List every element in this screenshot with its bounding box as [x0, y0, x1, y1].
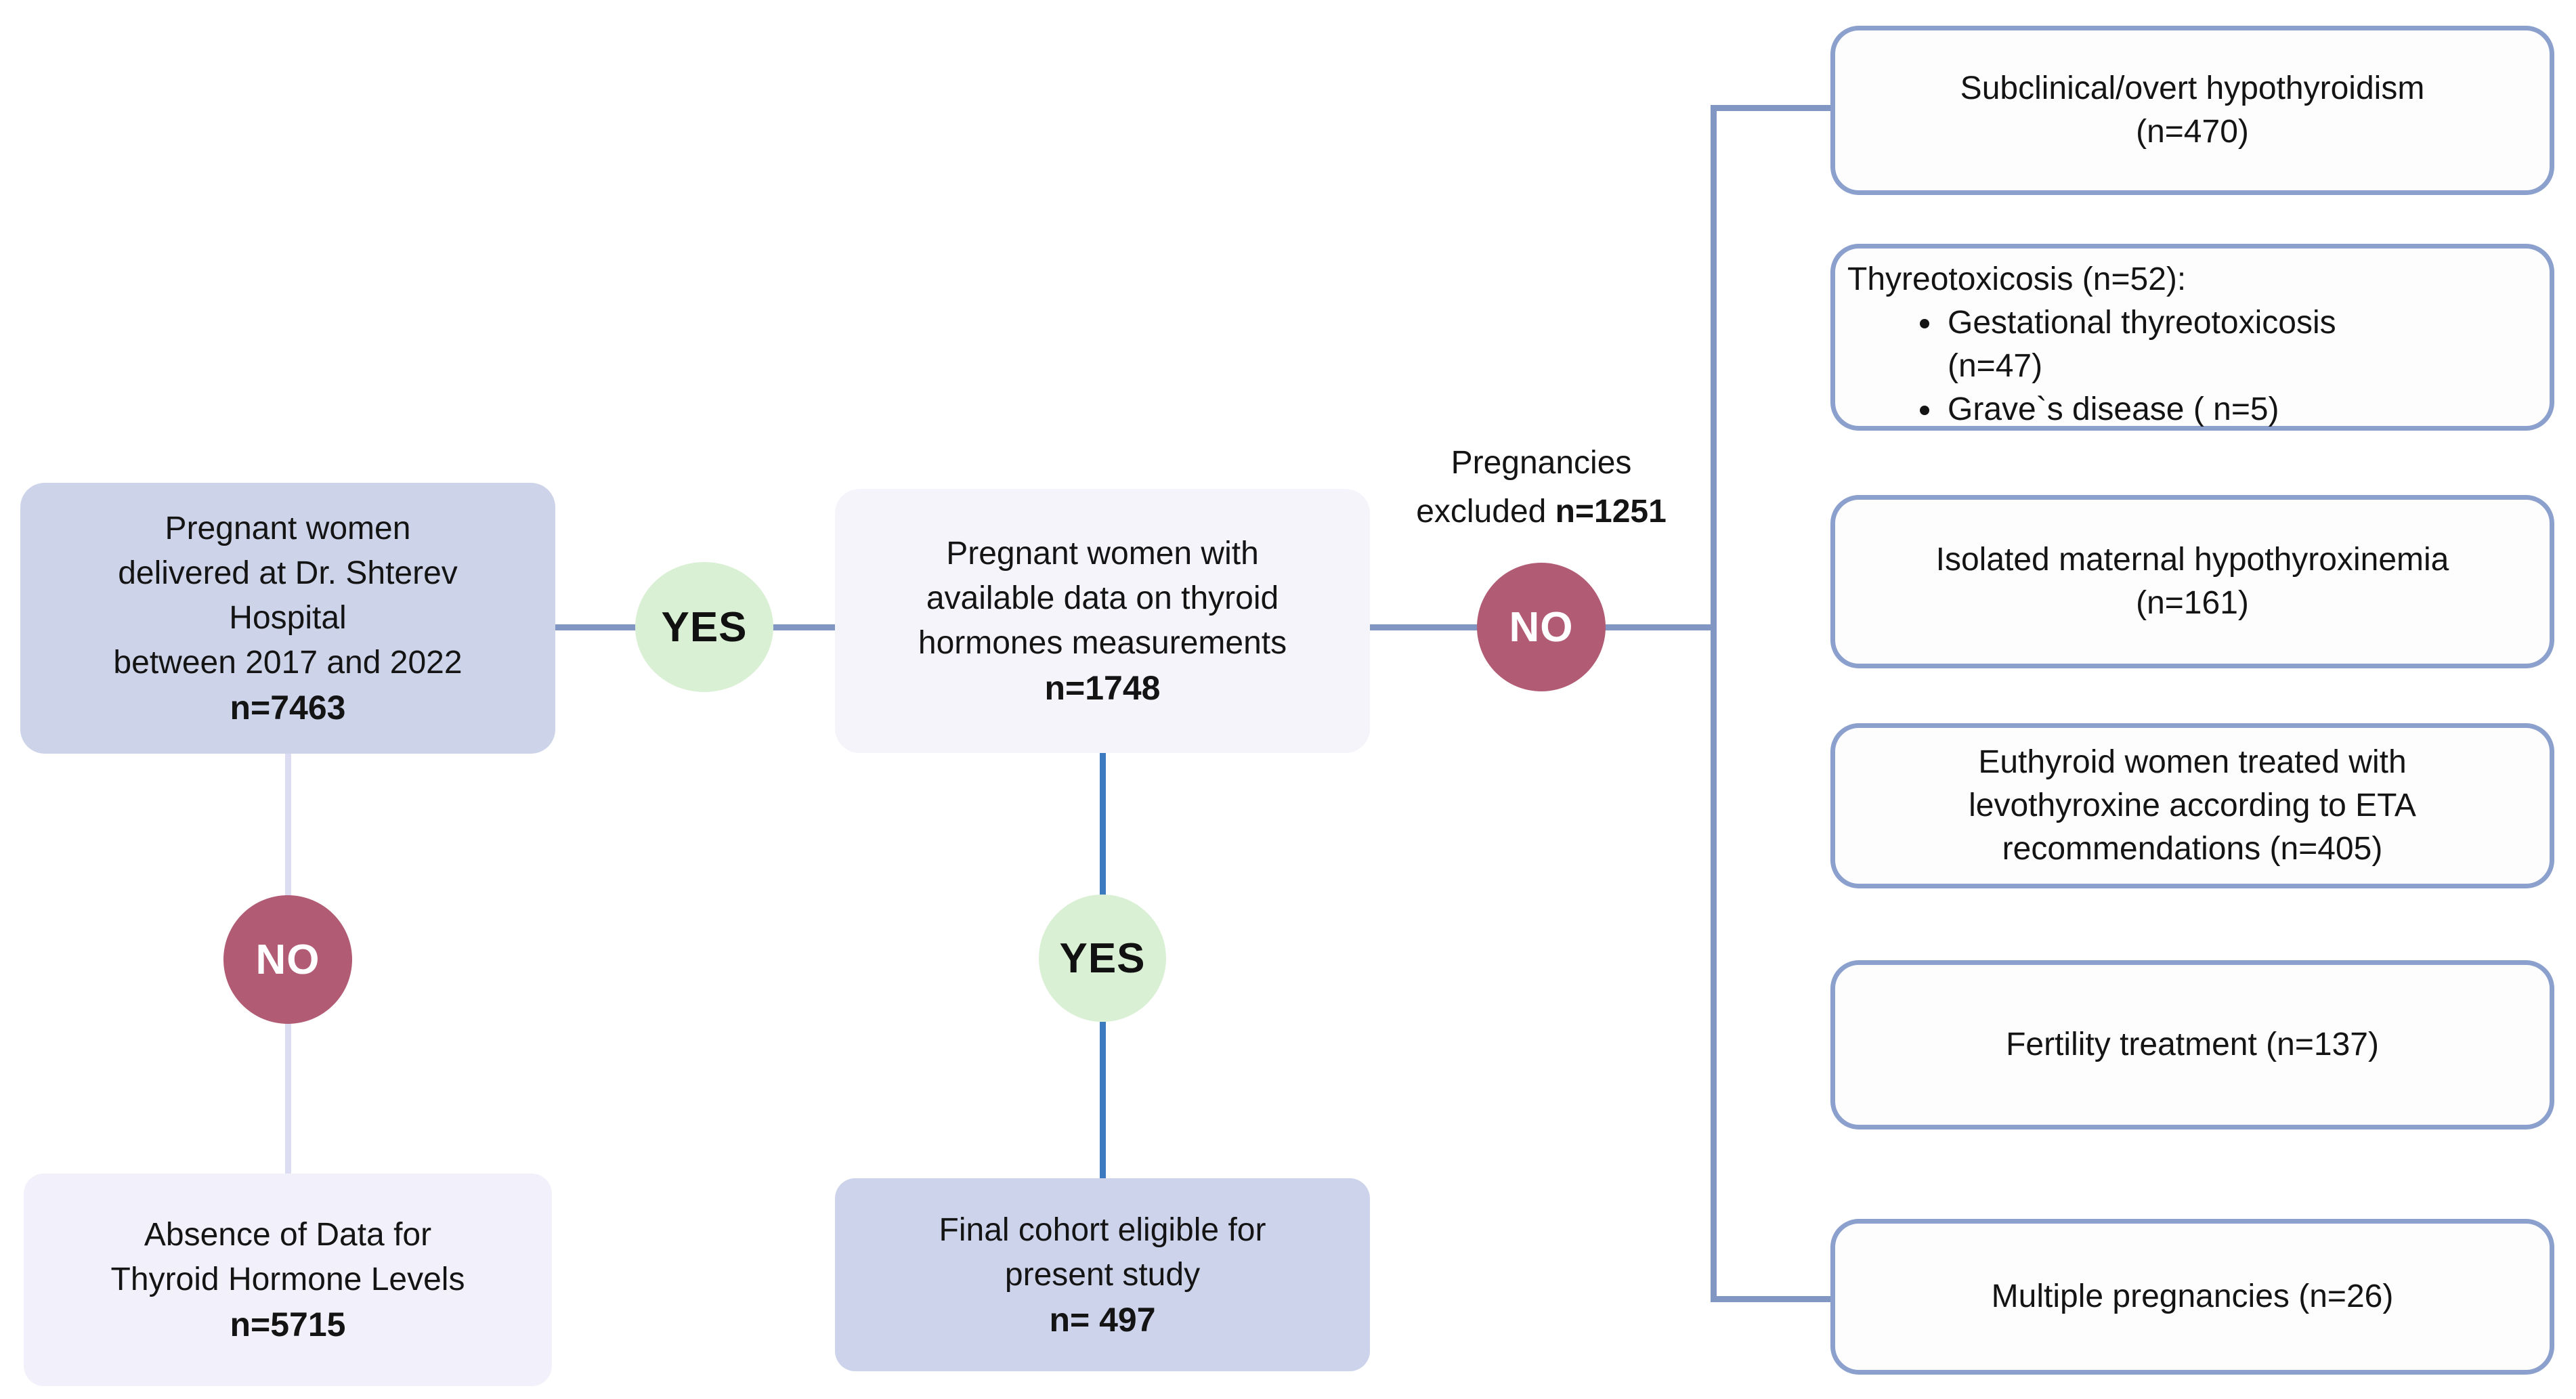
yes-badge-1-label: YES — [661, 603, 748, 651]
box-exclusion-thyreotoxicosis-item-gestational: Gestational thyreotoxicosis (n=47) — [1944, 301, 2336, 388]
box-exclusion-thyreotoxicosis-heading: Thyreotoxicosis (n=52): — [1847, 261, 2187, 297]
yes-badge-2: YES — [1039, 895, 1166, 1022]
label-pregnancies-excluded-count: n=1251 — [1555, 494, 1667, 530]
no-badge-exclusions-label: NO — [1509, 603, 1574, 651]
box-exclusion-isolated-hypothyroxinemia-text: Isolated maternal hypothyroxinemia (n=16… — [1935, 542, 2449, 621]
no-badge-exclusions: NO — [1477, 563, 1606, 691]
box-absence-of-thyroid-data-text: Absence of Data for Thyroid Hormone Leve… — [110, 1217, 465, 1297]
connector-spine-to-last-exclusion — [1713, 1296, 1835, 1302]
box-absence-of-thyroid-data: Absence of Data for Thyroid Hormone Leve… — [24, 1174, 552, 1386]
box-pregnant-women-available-data: Pregnant women with available data on th… — [835, 489, 1370, 753]
box-pregnant-women-available-data-text: Pregnant women with available data on th… — [918, 536, 1287, 661]
connector-spine-to-first-exclusion — [1713, 105, 1835, 111]
box-exclusion-subclinical-hypothyroidism-text: Subclinical/overt hypothyroidism (n=470) — [1960, 70, 2425, 150]
box-absence-of-thyroid-data-count: n=5715 — [230, 1306, 346, 1343]
box-final-cohort: Final cohort eligible for present study … — [835, 1178, 1370, 1371]
box-exclusion-thyreotoxicosis-item-graves: Grave`s disease ( n=5) — [1944, 388, 2336, 431]
box-pregnant-women-delivered-text: Pregnant women delivered at Dr. Shterev … — [113, 511, 463, 681]
label-pregnancies-excluded-text: Pregnancies excluded — [1416, 445, 1632, 530]
box-exclusion-multiple-pregnancies-text: Multiple pregnancies (n=26) — [1991, 1278, 2394, 1314]
box-pregnant-women-delivered-count: n=7463 — [230, 689, 346, 727]
connector-exclusions-spine — [1711, 105, 1717, 1302]
no-badge-absence-label: NO — [255, 936, 320, 983]
box-exclusion-fertility-treatment-text: Fertility treatment (n=137) — [2006, 1027, 2379, 1062]
yes-badge-2-label: YES — [1059, 934, 1146, 982]
box-exclusion-fertility-treatment: Fertility treatment (n=137) — [1830, 960, 2554, 1129]
no-badge-absence: NO — [223, 895, 352, 1024]
box-exclusion-euthyroid-levothyroxine: Euthyroid women treated with levothyroxi… — [1830, 723, 2554, 888]
yes-badge-1: YES — [635, 562, 773, 692]
box-exclusion-thyreotoxicosis-list: Gestational thyreotoxicosis (n=47) Grave… — [1847, 301, 2336, 431]
box-exclusion-subclinical-hypothyroidism: Subclinical/overt hypothyroidism (n=470) — [1830, 26, 2554, 195]
label-pregnancies-excluded: Pregnancies excluded n=1251 — [1375, 439, 1708, 536]
box-exclusion-thyreotoxicosis: Thyreotoxicosis (n=52): Gestational thyr… — [1830, 244, 2554, 431]
box-exclusion-multiple-pregnancies: Multiple pregnancies (n=26) — [1830, 1219, 2554, 1375]
box-pregnant-women-delivered: Pregnant women delivered at Dr. Shterev … — [20, 483, 555, 754]
box-pregnant-women-available-data-count: n=1748 — [1044, 669, 1161, 707]
box-exclusion-isolated-hypothyroxinemia: Isolated maternal hypothyroxinemia (n=16… — [1830, 495, 2554, 668]
box-final-cohort-count: n= 497 — [1049, 1300, 1156, 1339]
box-exclusion-euthyroid-levothyroxine-text: Euthyroid women treated with levothyroxi… — [1969, 744, 2416, 867]
box-final-cohort-text: Final cohort eligible for present study — [939, 1211, 1266, 1293]
